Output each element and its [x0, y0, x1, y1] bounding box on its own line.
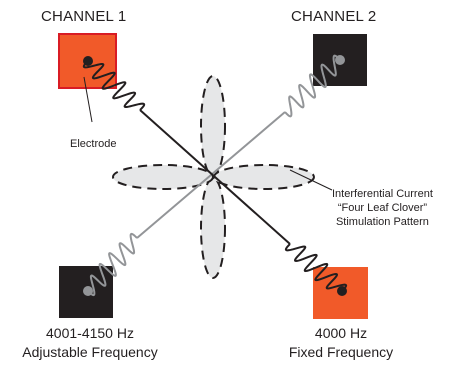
electrode-label: Electrode: [70, 138, 117, 150]
four-leaf-clover-pattern: [112, 75, 315, 279]
pattern-label-line-1: Interferential Current: [332, 188, 433, 200]
channel-2-electrode-dot-top-right: [335, 55, 345, 65]
channel-1-wire: [82, 56, 348, 296]
clover-lobe-top: [200, 75, 226, 177]
pattern-label-pointer: [289, 169, 333, 191]
right-frequency-label: 4000 Hz Fixed Frequency: [266, 324, 416, 362]
channel-2-wire: [83, 54, 345, 297]
electrode-label-pointer: [83, 76, 93, 123]
right-frequency-value: 4000 Hz: [314, 325, 368, 341]
left-frequency-value: 4001-4150 Hz: [46, 325, 134, 341]
left-frequency-label: 4001-4150 Hz Adjustable Frequency: [6, 324, 174, 362]
clover-lobe-bottom: [200, 177, 226, 279]
channel-1-label: CHANNEL 1: [41, 8, 127, 25]
channel-1-wire-straight: [139, 109, 291, 245]
channel-1-electrode-dot-bottom-right: [337, 286, 347, 296]
channel-2-coil-top-right: [284, 54, 341, 118]
channel-1-coil-top-left: [82, 60, 146, 111]
pattern-label-line-2: “Four Leaf Clover”: [337, 202, 428, 214]
channel-1-electrode-dot-top-left: [83, 56, 93, 66]
left-frequency-caption: Adjustable Frequency: [22, 344, 158, 360]
channel-2-label: CHANNEL 2: [291, 8, 377, 25]
channel-2-coil-bottom-left: [87, 232, 138, 297]
pattern-label: Interferential Current “Four Leaf Clover…: [332, 187, 433, 229]
channel-2-wire-straight: [136, 111, 286, 239]
channel-2-electrode-dot-bottom-left: [83, 286, 93, 296]
right-frequency-caption: Fixed Frequency: [288, 344, 394, 360]
channel-1-coil-bottom-right: [284, 243, 348, 292]
clover-lobe-right: [213, 164, 315, 190]
pattern-label-line-3: Stimulation Pattern: [335, 216, 429, 228]
